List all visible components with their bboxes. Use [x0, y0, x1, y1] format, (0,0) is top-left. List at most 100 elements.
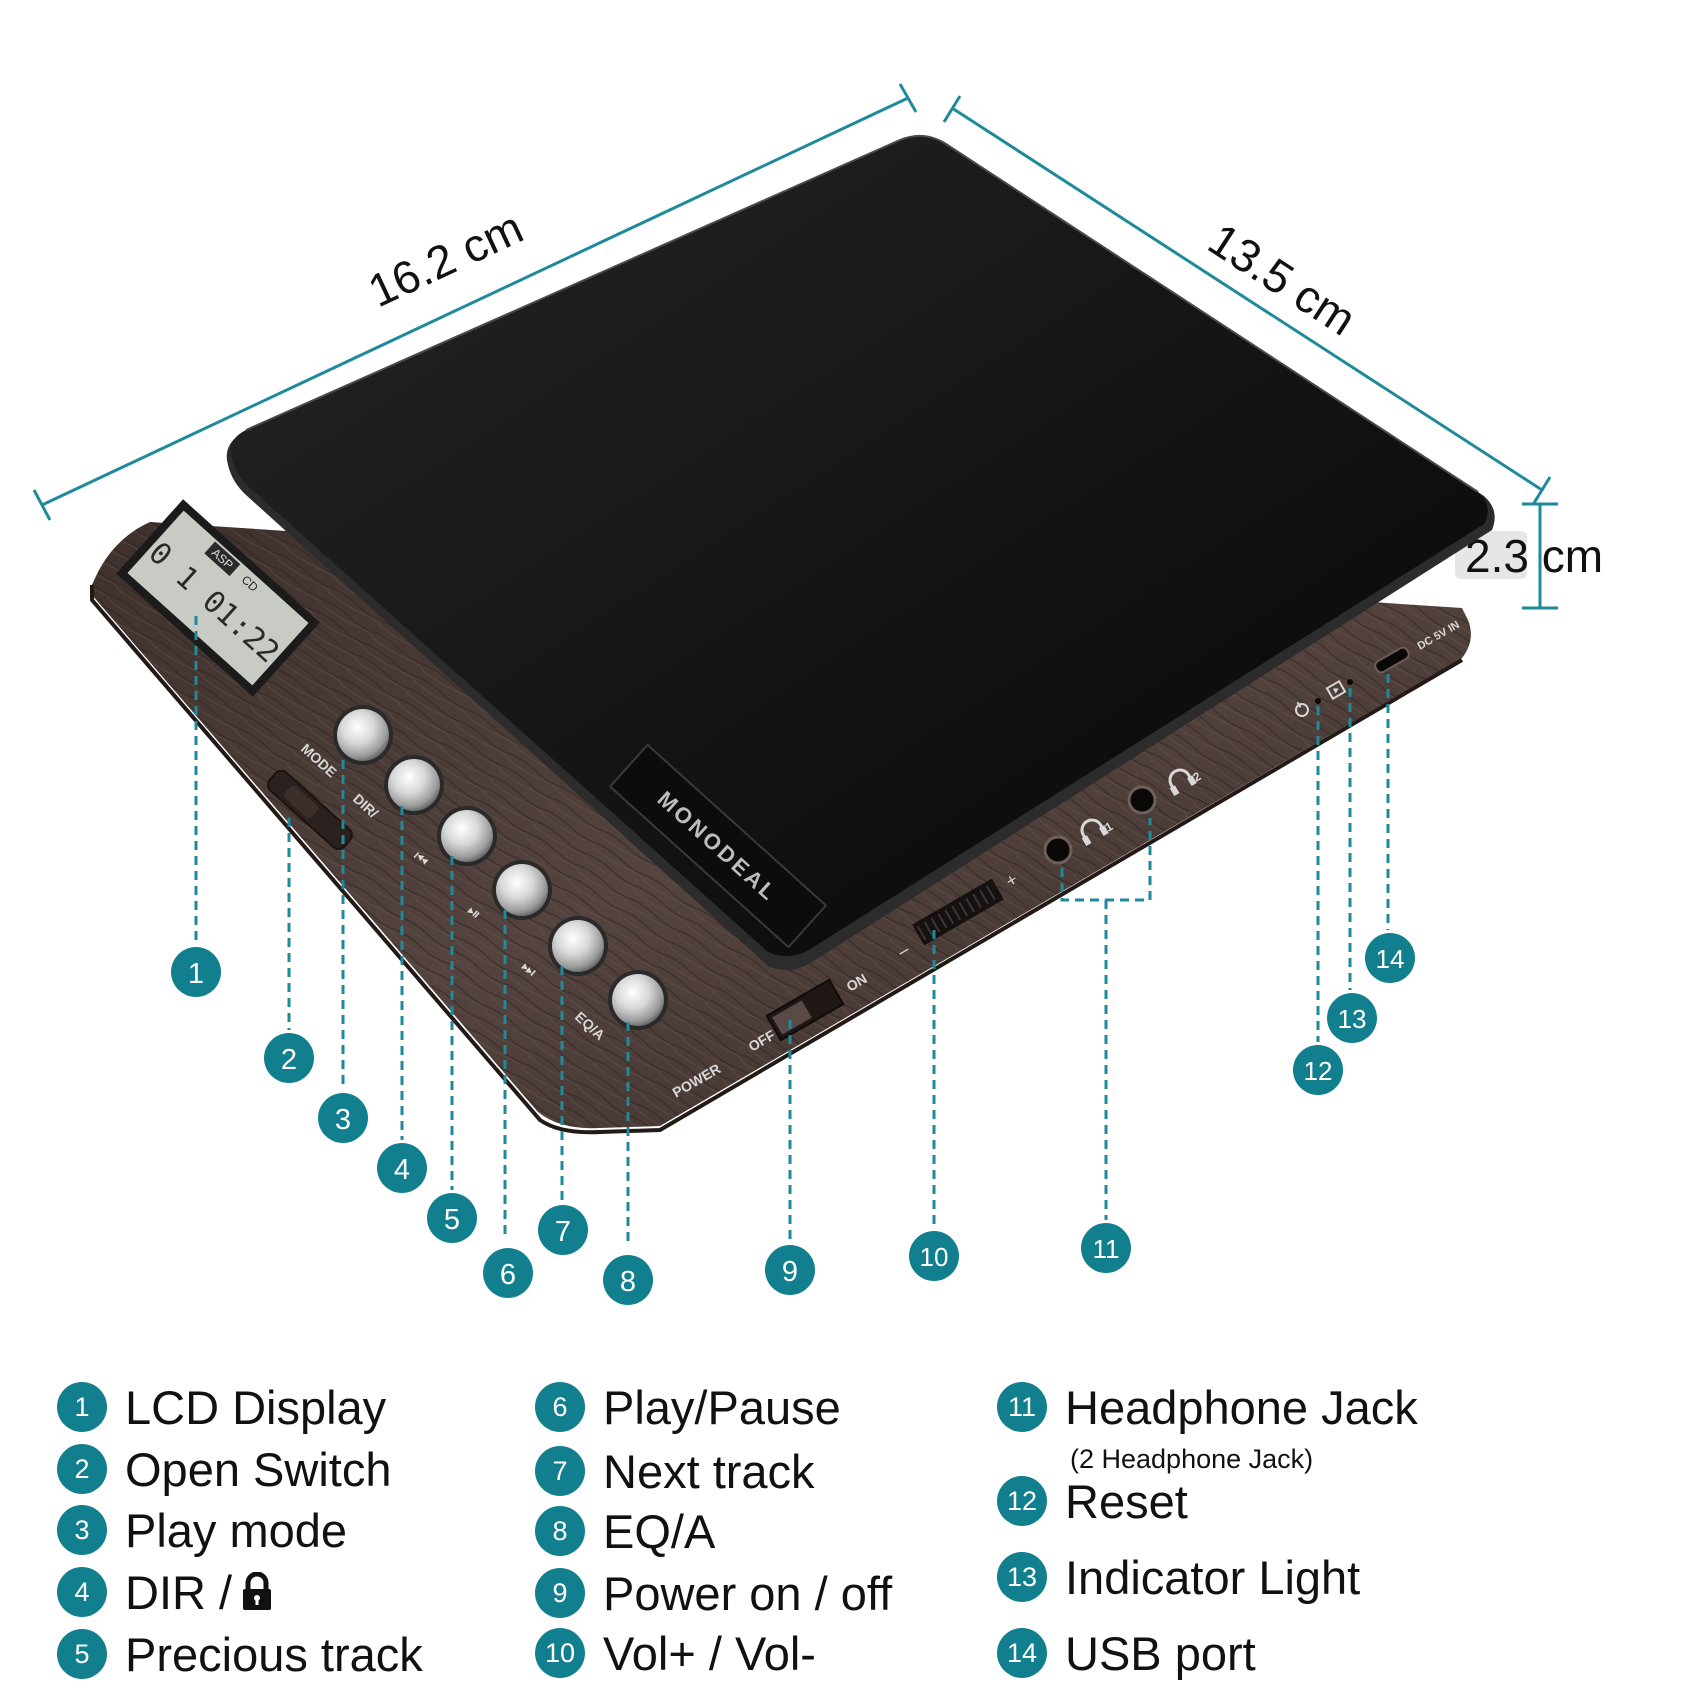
reset-hole[interactable] [1315, 698, 1321, 704]
legend-number: 4 [57, 1567, 107, 1617]
svg-text:9: 9 [782, 1256, 798, 1288]
legend-label: Play mode [125, 1503, 348, 1557]
marker-3: 3 [318, 1093, 368, 1143]
marker-6: 6 [483, 1248, 533, 1298]
legend-number: 9 [535, 1568, 585, 1618]
legend-label: Precious track [125, 1627, 423, 1681]
svg-text:2: 2 [281, 1044, 297, 1076]
eq-button[interactable] [608, 970, 668, 1030]
legend-label: EQ/A [603, 1504, 716, 1558]
open-switch[interactable] [265, 768, 355, 853]
legend-label: Open Switch [125, 1442, 392, 1496]
svg-text:3: 3 [335, 1104, 351, 1136]
headphone-jack-1[interactable] [1043, 835, 1073, 865]
legend-label: DIR / [125, 1565, 233, 1619]
marker-5: 5 [427, 1193, 477, 1243]
legend-label: Play/Pause [603, 1380, 841, 1434]
legend-item-usb-port: 14 USB port [997, 1628, 1256, 1678]
legend-number: 10 [535, 1628, 585, 1678]
marker-12: 12 [1293, 1045, 1343, 1095]
legend-item-reset: 12 Reset [997, 1476, 1188, 1526]
svg-text:4: 4 [394, 1154, 410, 1186]
legend-label: Headphone Jack [1065, 1380, 1418, 1434]
lid [230, 135, 1488, 957]
headphone-2-icon [1168, 768, 1197, 797]
play-pause-button[interactable] [492, 860, 552, 920]
marker-9: 9 [765, 1245, 815, 1295]
legend-number: 12 [997, 1476, 1047, 1526]
legend-label: Power on / off [603, 1566, 893, 1620]
dimension-length [32, 83, 918, 521]
power-switch[interactable] [765, 978, 845, 1042]
legend-item-power: 9 Power on / off [535, 1568, 892, 1618]
legend-item-play-pause: 6 Play/Pause [535, 1382, 841, 1432]
marker-1: 1 [171, 947, 221, 997]
marker-13: 13 [1327, 993, 1377, 1043]
marker-10: 10 [909, 1231, 959, 1281]
callout-lines [194, 616, 1390, 1242]
legend-item-play-mode: 3 Play mode [57, 1505, 347, 1555]
indicator-light [1347, 679, 1353, 685]
legend-label: Reset [1065, 1474, 1188, 1528]
svg-text:1: 1 [188, 958, 204, 990]
legend-item-lcd-display: 1 LCD Display [57, 1382, 386, 1432]
headphone-jack-2[interactable] [1127, 785, 1157, 815]
legend-number: 1 [57, 1382, 107, 1432]
usb-port[interactable] [1373, 646, 1410, 674]
svg-text:7: 7 [555, 1216, 571, 1248]
marker-14: 14 [1365, 933, 1415, 983]
legend-number: 11 [997, 1382, 1047, 1432]
legend-number: 8 [535, 1506, 585, 1556]
marker-7: 7 [538, 1205, 588, 1255]
legend-number: 14 [997, 1628, 1047, 1678]
cd-player: MONODEAL ASP CD 0 1 01:22 MODE DIR/ [90, 134, 1495, 1135]
mode-button[interactable] [333, 705, 393, 765]
dir-button[interactable] [384, 755, 444, 815]
marker-8: 8 [603, 1255, 653, 1305]
headphone-1-icon [1080, 818, 1109, 847]
previous-track-button[interactable] [437, 806, 497, 866]
svg-text:8: 8 [620, 1266, 636, 1298]
legend-label: Next track [603, 1444, 815, 1498]
legend-item-eq-a: 8 EQ/A [535, 1506, 715, 1556]
legend-label: USB port [1065, 1626, 1256, 1680]
volume-wheel[interactable] [912, 878, 1004, 946]
dimension-width [942, 95, 1552, 504]
legend-item-next-track: 7 Next track [535, 1446, 815, 1496]
legend-label: Indicator Light [1065, 1550, 1361, 1604]
legend-number: 7 [535, 1446, 585, 1496]
legend-label: Vol+ / Vol- [603, 1626, 816, 1680]
dimension-height [1522, 502, 1558, 610]
legend-number: 2 [57, 1444, 107, 1494]
marker-2: 2 [264, 1033, 314, 1083]
dimension-height-label: 2.3 cm [1465, 530, 1603, 582]
legend-number: 6 [535, 1382, 585, 1432]
legend-item-indicator-light: 13 Indicator Light [997, 1552, 1360, 1602]
legend-item-precious-track: 5 Precious track [57, 1629, 423, 1679]
svg-text:5: 5 [444, 1204, 460, 1236]
svg-text:11: 11 [1093, 1234, 1120, 1264]
legend-item-headphone-jack: 11 Headphone Jack (2 Headphone Jack) [997, 1380, 1418, 1474]
next-track-button[interactable] [548, 916, 608, 976]
legend-number: 5 [57, 1629, 107, 1679]
reset-icon [1295, 701, 1309, 717]
dimension-length-label: 16.2 cm [360, 201, 530, 317]
legend-item-open-switch: 2 Open Switch [57, 1444, 391, 1494]
legend-item-dir: 4 DIR / [57, 1567, 274, 1617]
svg-text:10: 10 [920, 1242, 949, 1272]
brand-plate [608, 743, 828, 949]
legend-number: 13 [997, 1552, 1047, 1602]
marker-4: 4 [377, 1143, 427, 1193]
svg-text:6: 6 [500, 1259, 516, 1291]
svg-text:12: 12 [1304, 1056, 1333, 1086]
dimension-height-label-bg [1455, 531, 1527, 579]
legend-item-volume: 10 Vol+ / Vol- [535, 1628, 816, 1678]
legend-number: 3 [57, 1505, 107, 1555]
indicator-icon [1325, 679, 1347, 701]
marker-11: 11 [1081, 1223, 1131, 1273]
svg-text:14: 14 [1376, 944, 1405, 974]
legend-sublabel: (2 Headphone Jack) [1070, 1444, 1314, 1474]
lock-icon [243, 1572, 272, 1610]
svg-text:13: 13 [1338, 1004, 1367, 1034]
